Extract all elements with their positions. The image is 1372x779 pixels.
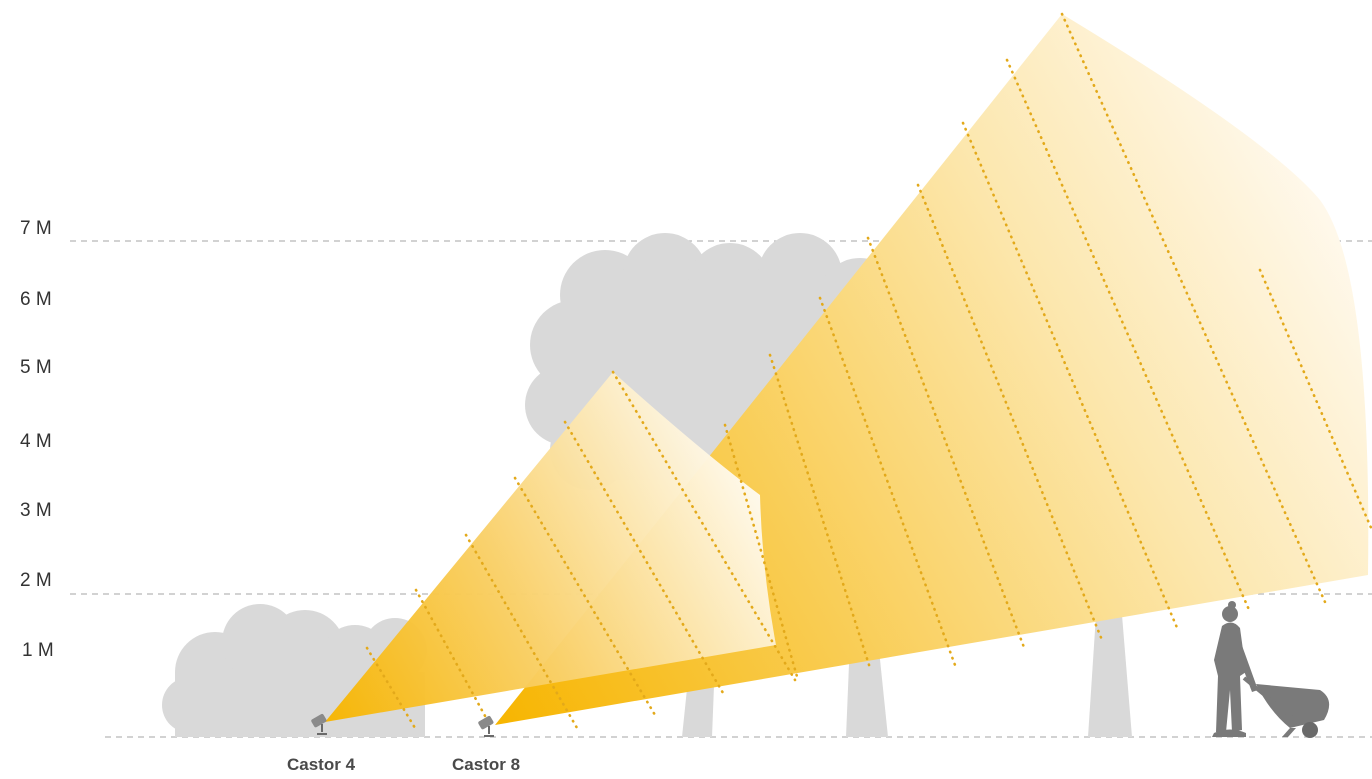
fixture-label-castor-4: Castor 4	[287, 755, 356, 774]
tree-trunk	[846, 640, 888, 737]
beam-castor-4	[325, 372, 776, 722]
tree-trunk	[1088, 615, 1132, 737]
scale-label-3m: 3 M	[20, 500, 52, 521]
scale-label-1m: 1 M	[22, 640, 54, 661]
fixture-label-castor-8: Castor 8	[452, 755, 521, 774]
scale-label-7m: 7 M	[20, 218, 52, 239]
beam-dots	[365, 12, 1372, 730]
castor-8-fixture-icon	[478, 715, 494, 737]
scale-label-6m: 6 M	[20, 289, 52, 310]
scale-label-2m: 2 M	[20, 570, 52, 591]
gardener-figure	[1212, 601, 1330, 738]
scale-label-5m: 5 M	[20, 357, 52, 378]
scale-label-4m: 4 M	[20, 431, 52, 452]
castor-4-fixture-icon	[311, 713, 327, 735]
